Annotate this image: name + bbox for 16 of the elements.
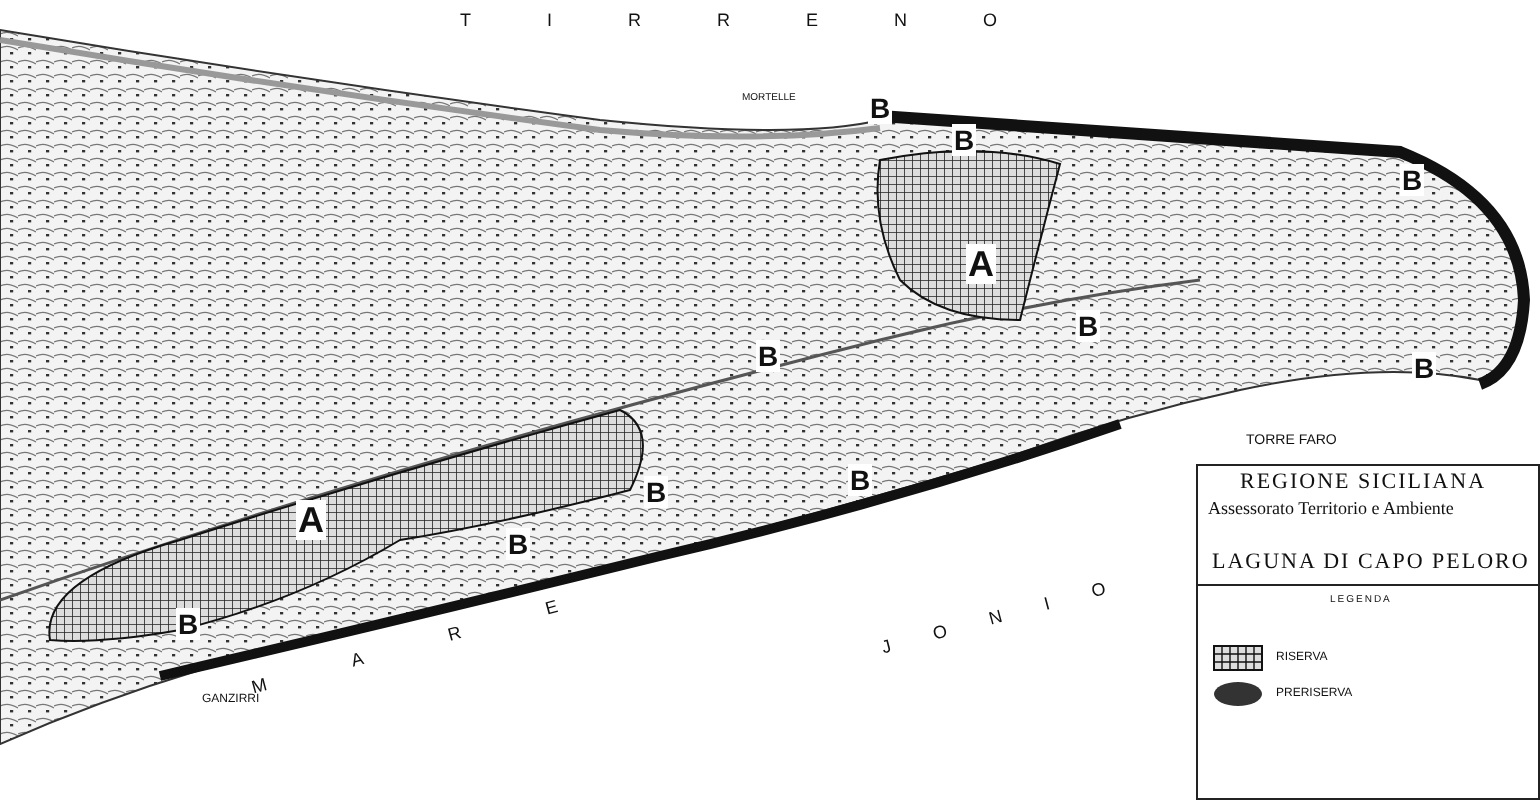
zone-letter: A [296,500,326,540]
zone-letter: B [1076,310,1101,342]
zone-letter: B [176,608,201,640]
zone-letter: B [1412,352,1437,384]
zone-letter: B [756,340,781,372]
region-heading: REGIONE SICILIANA [1240,472,1487,494]
zone-letter: A [966,244,996,284]
zone-letter: B [644,476,669,508]
zone-letter: B [1400,164,1425,196]
zone-letter: B [868,92,893,124]
map-title: LAGUNA DI CAPO PELORO [1212,552,1530,574]
department-heading: Assessorato Territorio e Ambiente [1208,500,1454,518]
zone-letter: B [506,528,531,560]
sea-name: TIRRENO [460,12,1073,30]
zone-letter: B [952,124,977,156]
zone-letter: B [848,464,873,496]
